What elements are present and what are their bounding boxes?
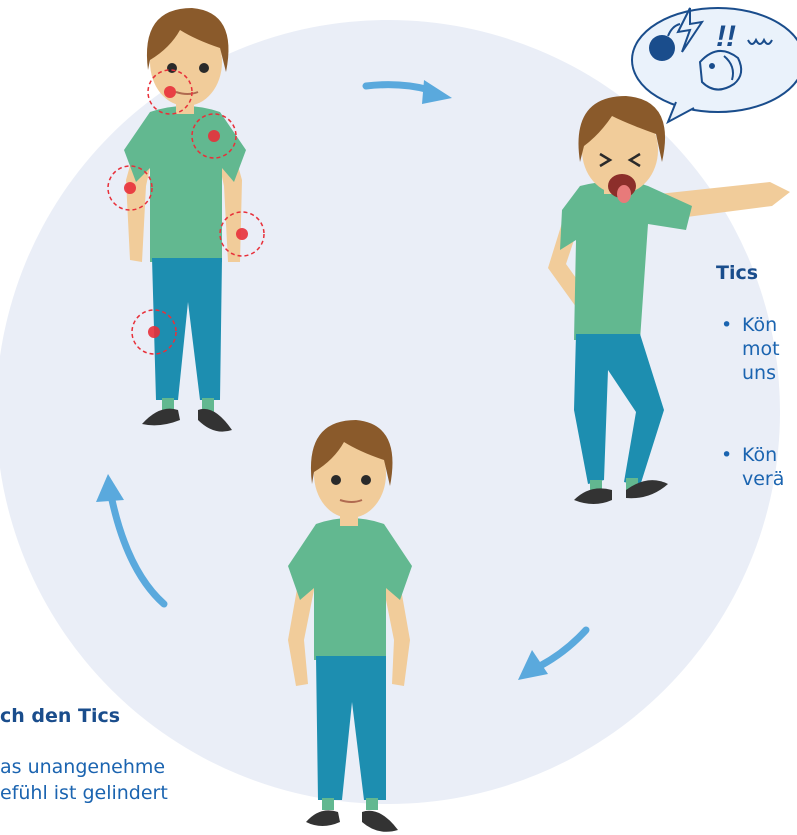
tics-bullet-1-line-1: Kön [742, 314, 777, 337]
after-tics-line-1: as unangenehme [0, 756, 165, 779]
tics-bullet-2-line-2: verä [742, 468, 784, 491]
tics-bullet-2-line-1: Kön [742, 444, 777, 467]
after-tics-heading: ch den Tics [0, 705, 120, 727]
tics-heading: Tics [716, 262, 758, 284]
exclamation-marks: !! [716, 20, 736, 53]
tics-bullet-1-dot: • [721, 314, 732, 336]
tics-bullet-2-dot: • [721, 444, 732, 466]
tics-bullet-1-line-3: uns [742, 362, 776, 385]
tics-bullet-1-line-2: mot [742, 338, 780, 361]
after-tics-line-2: efühl ist gelindert [0, 782, 168, 805]
speech-bubble: !! [632, 8, 797, 122]
